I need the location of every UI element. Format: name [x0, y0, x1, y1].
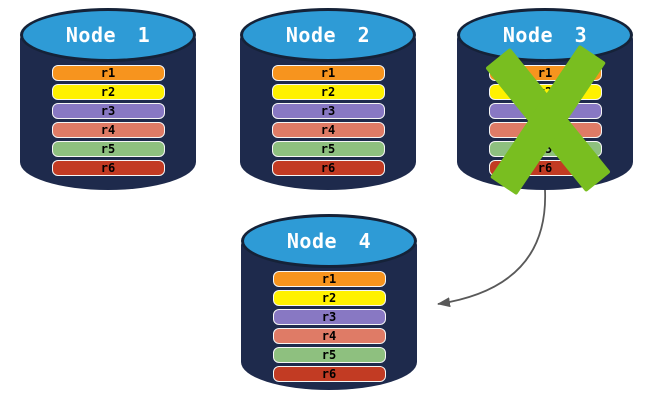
node-2-title: Node 2: [285, 23, 371, 47]
node-1-partition-r2: r2: [51, 84, 165, 100]
node-1-title: Node 1: [65, 23, 151, 47]
node-4-partition-r1: r1: [272, 271, 386, 287]
node-4-partition-r6: r6: [272, 366, 386, 382]
node-3-partition-r3: r3: [488, 103, 602, 119]
node-3-partition-r2: r2: [488, 84, 602, 100]
node-4-cylinder-top: Node 4: [241, 214, 417, 268]
node-3: Node 3 r1 r2 r3 r4 r5 r6: [457, 8, 633, 190]
node-2: Node 2 r1 r2 r3 r4 r5 r6: [240, 8, 416, 190]
node-4-title: Node 4: [286, 229, 372, 253]
node-3-partition-r6: r6: [488, 160, 602, 176]
node-2-partition-r4: r4: [271, 122, 385, 138]
node-4-partition-r3: r3: [272, 309, 386, 325]
node-4-partition-r4: r4: [272, 328, 386, 344]
node-2-partition-r5: r5: [271, 141, 385, 157]
node-4-partition-r2: r2: [272, 290, 386, 306]
node-1-partition-r5: r5: [51, 141, 165, 157]
node-3-partition-r1: r1: [488, 65, 602, 81]
node-4: Node 4 r1 r2 r3 r4 r5 r6: [241, 214, 417, 390]
node-4-partition-r5: r5: [272, 347, 386, 363]
node-2-partition-r3: r3: [271, 103, 385, 119]
node-3-cylinder-top: Node 3: [457, 8, 633, 62]
node-2-partitions: r1 r2 r3 r4 r5 r6: [240, 65, 416, 179]
node-3-partition-r4: r4: [488, 122, 602, 138]
node-3-title: Node 3: [502, 23, 588, 47]
failover-arrow: [437, 189, 546, 308]
node-1-partition-r4: r4: [51, 122, 165, 138]
node-2-cylinder-top: Node 2: [240, 8, 416, 62]
node-1: Node 1 r1 r2 r3 r4 r5 r6: [20, 8, 196, 190]
node-1-partition-r1: r1: [51, 65, 165, 81]
node-1-partition-r3: r3: [51, 103, 165, 119]
node-2-partition-r1: r1: [271, 65, 385, 81]
node-1-cylinder-top: Node 1: [20, 8, 196, 62]
node-3-partitions: r1 r2 r3 r4 r5 r6: [457, 65, 633, 179]
node-4-partitions: r1 r2 r3 r4 r5 r6: [241, 271, 417, 385]
node-2-partition-r6: r6: [271, 160, 385, 176]
node-3-partition-r5: r5: [488, 141, 602, 157]
node-1-partition-r6: r6: [51, 160, 165, 176]
node-1-partitions: r1 r2 r3 r4 r5 r6: [20, 65, 196, 179]
node-2-partition-r2: r2: [271, 84, 385, 100]
